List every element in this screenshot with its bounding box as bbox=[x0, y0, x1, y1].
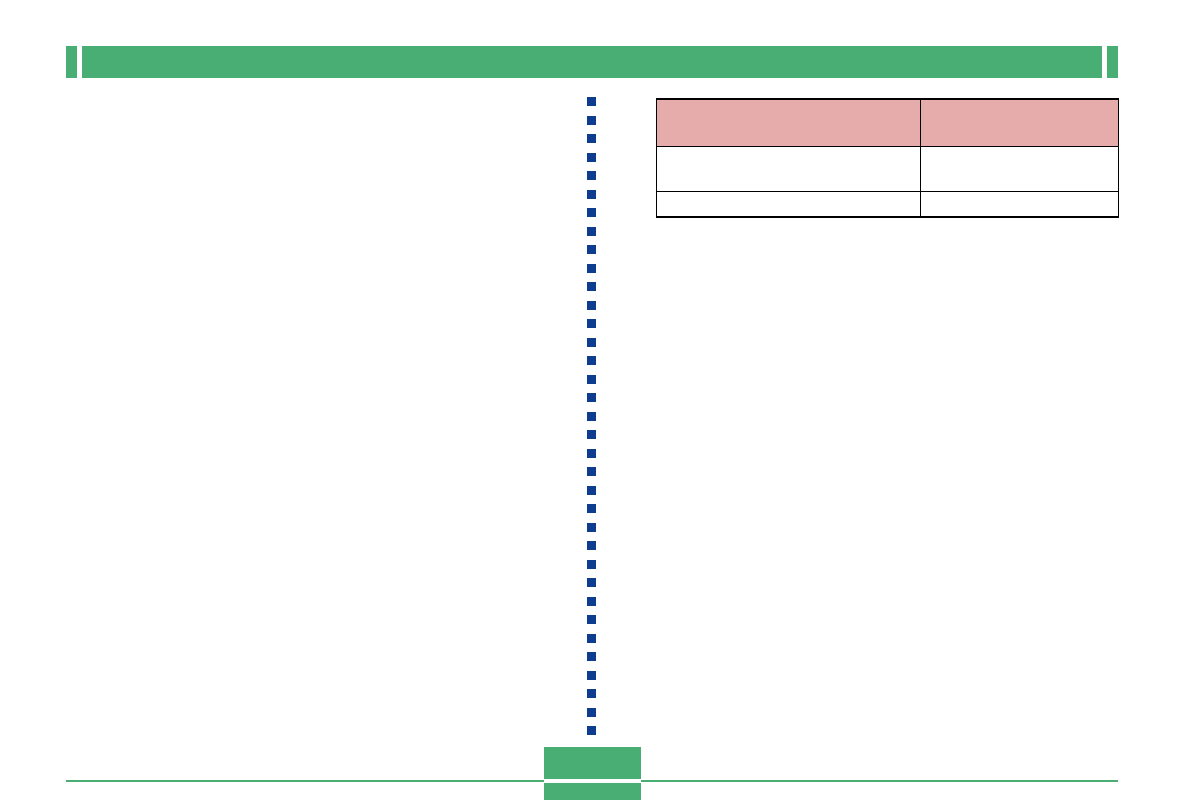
divider-dot bbox=[587, 300, 596, 310]
divider-dot bbox=[587, 633, 596, 643]
divider-dot bbox=[587, 337, 596, 347]
divider-dot bbox=[587, 393, 596, 402]
divider-dot bbox=[587, 189, 596, 199]
divider-dot bbox=[587, 319, 596, 328]
divider-dot bbox=[587, 263, 596, 273]
divider-dot bbox=[587, 689, 596, 698]
divider-dot bbox=[587, 430, 596, 439]
table-cell bbox=[656, 146, 921, 192]
table-row bbox=[656, 146, 1119, 192]
divider-dot bbox=[587, 226, 596, 236]
divider-dot bbox=[587, 485, 596, 495]
divider-dot bbox=[587, 670, 596, 680]
divider-dot bbox=[587, 726, 596, 735]
divider-dot bbox=[587, 559, 596, 569]
column-divider bbox=[587, 97, 596, 737]
divider-dot bbox=[587, 467, 596, 476]
header-bar bbox=[82, 46, 1102, 78]
divider-dot bbox=[587, 596, 596, 606]
header-accent-left bbox=[66, 46, 77, 78]
header-accent-right bbox=[1107, 46, 1118, 78]
page-number-tab bbox=[544, 747, 641, 800]
page-tab-gap bbox=[544, 779, 641, 783]
divider-dot bbox=[587, 652, 596, 661]
divider-dot bbox=[587, 115, 596, 125]
table-header-cell bbox=[920, 98, 1119, 147]
divider-dot bbox=[587, 615, 596, 624]
table-cell bbox=[656, 191, 921, 218]
divider-dot bbox=[587, 374, 596, 384]
info-table bbox=[656, 98, 1119, 218]
divider-dot bbox=[587, 208, 596, 217]
divider-dot bbox=[587, 171, 596, 180]
divider-dot bbox=[587, 522, 596, 532]
divider-dot bbox=[587, 448, 596, 458]
divider-dot bbox=[587, 578, 596, 587]
divider-dot bbox=[587, 245, 596, 254]
divider-dot bbox=[587, 282, 596, 291]
divider-dot bbox=[587, 411, 596, 421]
divider-dot bbox=[587, 152, 596, 162]
divider-dot bbox=[587, 97, 596, 106]
table-row bbox=[656, 191, 1119, 218]
divider-dot bbox=[587, 134, 596, 143]
table-cell bbox=[920, 146, 1119, 192]
divider-dot bbox=[587, 707, 596, 717]
table-header-cell bbox=[656, 98, 921, 147]
table-header-row bbox=[656, 98, 1119, 147]
divider-dot bbox=[587, 356, 596, 365]
divider-dot bbox=[587, 504, 596, 513]
divider-dot bbox=[587, 541, 596, 550]
table-cell bbox=[920, 191, 1119, 218]
